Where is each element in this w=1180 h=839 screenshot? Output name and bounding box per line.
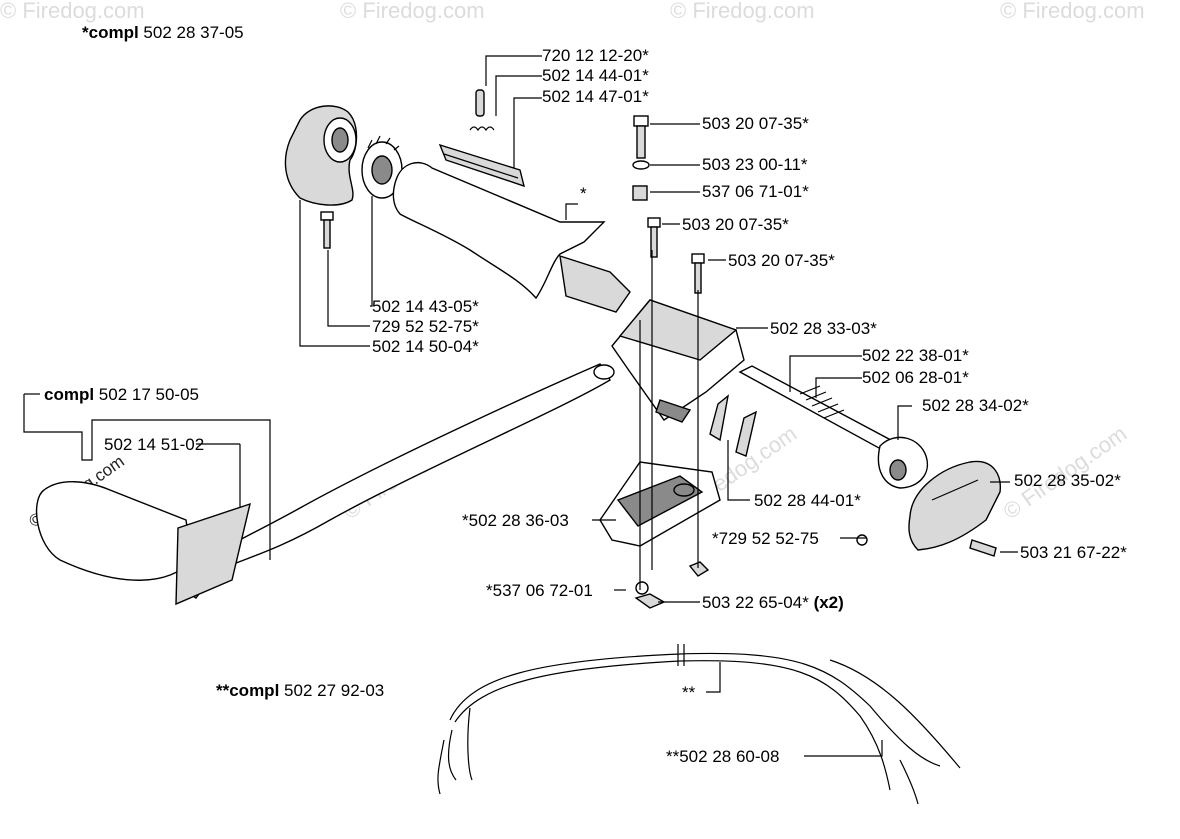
lower-clamp	[599, 461, 721, 547]
part-label: *	[580, 184, 587, 203]
part-label: 729 52 52-75*	[372, 317, 479, 336]
part-label: 503 22 65-04* (x2)	[702, 593, 844, 612]
part-label: **502 28 60-08	[666, 747, 779, 766]
watermark-text: © Firedog.com	[1000, 0, 1145, 23]
handle-grip	[392, 161, 631, 313]
part-label: 502 28 33-03*	[770, 319, 877, 338]
watermark-text: © Firedog.com	[340, 0, 485, 23]
part-label: 502 28 44-01*	[754, 491, 861, 510]
gear-wheel	[361, 135, 403, 199]
leader-lines	[23, 55, 1018, 757]
part-label: 502 14 43-05*	[372, 297, 479, 316]
part-label: 502 14 51-02	[104, 435, 204, 454]
part-label: 537 06 71-01*	[702, 182, 809, 201]
watermark-text: © Firedog.com	[670, 0, 815, 23]
assembly-label-cable: **compl 502 27 92-03	[216, 681, 384, 700]
handle-bracket	[611, 299, 745, 423]
screw-left	[320, 211, 334, 249]
part-label: 502 14 47-01*	[542, 87, 649, 106]
part-label: 503 20 07-35*	[682, 215, 789, 234]
part-label: *502 28 36-03	[462, 511, 569, 530]
part-label: 503 21 67-22*	[1020, 543, 1127, 562]
part-label: 502 22 38-01*	[862, 346, 969, 365]
pin-and-spring	[469, 89, 495, 132]
part-label: 502 14 44-01*	[542, 66, 649, 85]
assembly-label-tube: compl 502 17 50-05	[44, 385, 199, 404]
throttle-cable	[437, 652, 961, 805]
part-label: 503 20 07-35*	[728, 251, 835, 270]
part-label: 502 28 34-02*	[922, 396, 1029, 415]
watermark-text: © Firedog.com	[0, 0, 145, 23]
grip-tube	[35, 481, 251, 606]
part-label: *537 06 72-01	[486, 581, 593, 600]
clip-pieces	[709, 394, 758, 457]
part-label: 720 12 12-20*	[542, 46, 649, 65]
side-cover	[908, 460, 1001, 551]
part-label: **	[682, 683, 696, 702]
vertical-screws	[632, 115, 705, 294]
part-label: 503 23 00-11*	[702, 155, 808, 174]
clamp-knob	[877, 436, 929, 489]
throttle-trigger	[284, 105, 358, 206]
loop-handle-tube	[183, 363, 615, 599]
part-label: 502 06 28-01*	[862, 368, 969, 387]
part-label: *729 52 52-75	[712, 529, 819, 548]
part-label: 502 14 50-04*	[372, 337, 479, 356]
part-label: 503 20 07-35*	[702, 114, 809, 133]
part-labels: *compl 502 28 37-05 720 12 12-20* 502 14…	[44, 23, 1127, 766]
assembly-label-handle: *compl 502 28 37-05	[82, 23, 244, 42]
trigger-cover	[438, 143, 525, 188]
part-label: 502 28 35-02*	[1014, 471, 1121, 490]
